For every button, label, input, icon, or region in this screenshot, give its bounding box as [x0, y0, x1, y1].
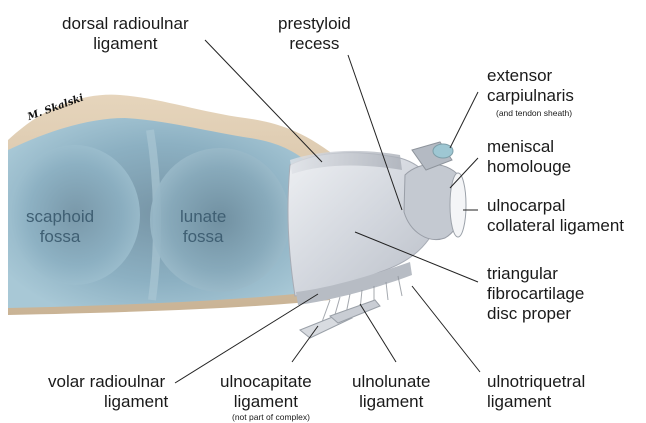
leader-ulnotriquetral: [412, 286, 480, 372]
ecu-tendon-end: [433, 144, 453, 158]
leader-ulnolunate: [360, 304, 396, 362]
label-ulnocapitate-note: (not part of complex): [232, 412, 310, 422]
leader-extensor: [450, 92, 478, 148]
label-extensor-note: (and tendon sheath): [496, 108, 572, 118]
collateral-ligament-shape: [450, 173, 466, 237]
ulnolunate-flap: [330, 300, 380, 323]
